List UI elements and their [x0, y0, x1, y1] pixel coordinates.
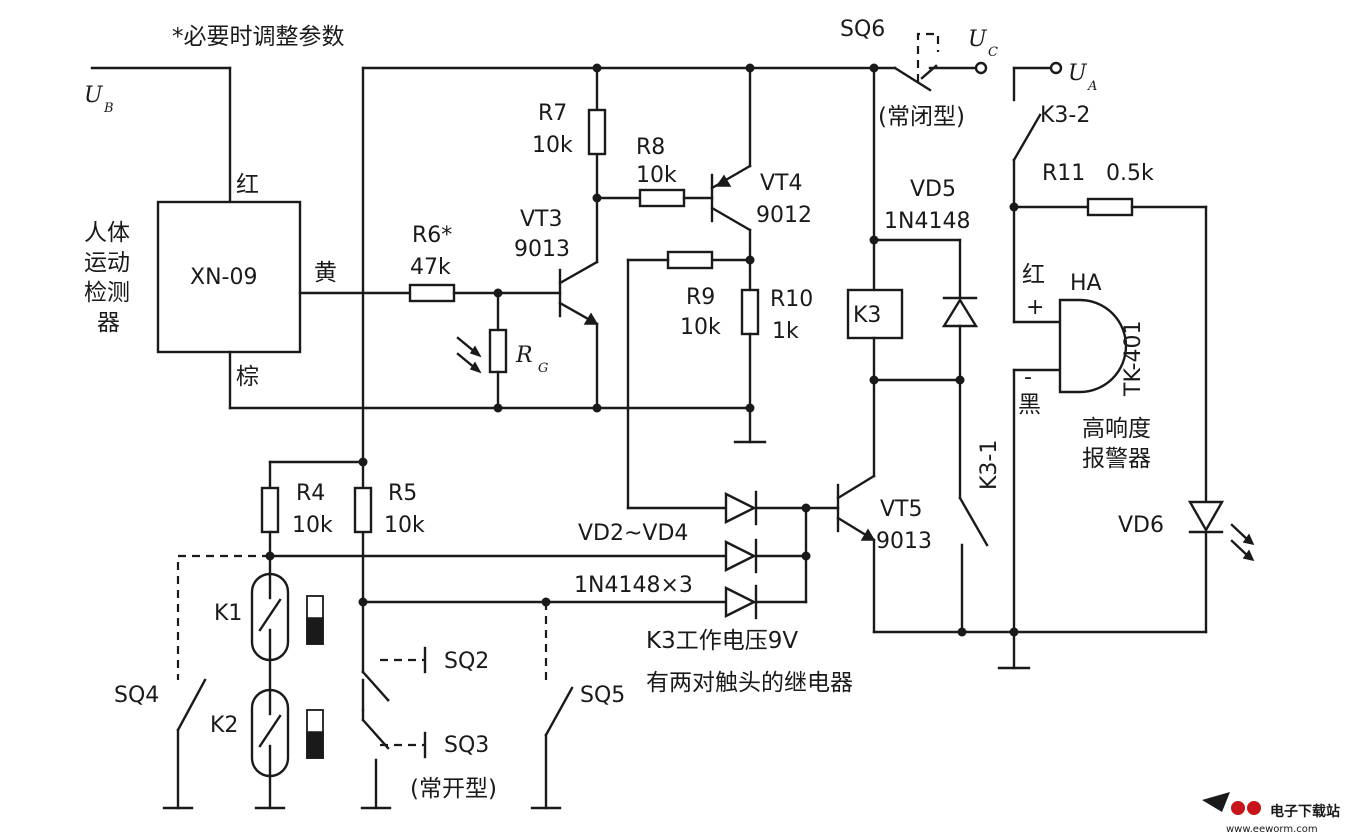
r8-ref: R8	[636, 135, 665, 160]
vt5-val: 9013	[876, 529, 932, 554]
k3-1-label: K3-1	[977, 440, 1002, 490]
alarm-ref: HA	[1070, 271, 1102, 296]
r9-val: 10k	[680, 315, 721, 340]
r5-val: 10k	[384, 513, 425, 538]
resistor-r6	[408, 283, 562, 303]
sq2-label: SQ2	[444, 649, 489, 674]
alarm-model: TK-401	[1121, 321, 1146, 398]
sq6-type: (常闭型)	[878, 104, 965, 130]
node-uc-sub: C	[988, 45, 998, 60]
k3-ref: K3	[853, 303, 881, 328]
vd5-ref: VD5	[910, 177, 956, 202]
r6-ref: R6*	[412, 223, 452, 248]
node-ua: U	[1068, 61, 1088, 86]
resistor-r9	[626, 250, 752, 510]
watermark-brand: 电子下载站	[1270, 803, 1340, 820]
relay-note-2: 有两对触头的继电器	[646, 670, 853, 696]
sensor-model: XN-09	[190, 265, 257, 290]
vd6-ref: VD6	[1118, 513, 1164, 538]
resistor-r10	[740, 288, 760, 410]
vd24-ref: VD2~VD4	[578, 521, 688, 546]
vt5-ref: VT5	[880, 497, 923, 522]
vd5-val: 1N4148	[884, 209, 970, 234]
vt4-ref: VT4	[760, 171, 803, 196]
adjust-note: *必要时调整参数	[172, 24, 345, 50]
reed-switch-k1	[250, 572, 324, 692]
k2-label: K2	[210, 713, 238, 738]
wire-red-label: 红	[236, 172, 259, 198]
sensor-box	[156, 200, 412, 410]
alarm-red-label: 红	[1022, 262, 1045, 288]
r7-val: 10k	[532, 133, 573, 158]
watermark-logo	[1202, 792, 1261, 815]
r10-val: 1k	[772, 319, 799, 344]
vt3-val: 9013	[514, 237, 570, 262]
sq3-type: (常开型)	[410, 776, 497, 802]
r7-ref: R7	[538, 101, 567, 126]
sq4-label: SQ4	[114, 683, 159, 708]
supply-rail	[361, 32, 988, 674]
diodes-vd2-vd4	[724, 490, 840, 620]
r10-ref: R10	[770, 287, 813, 312]
wire-brown-label: 棕	[236, 364, 259, 390]
resistor-r7	[587, 108, 607, 156]
resistor-r11	[1012, 197, 1208, 502]
switch-sq4	[162, 554, 270, 810]
transistor-vt5	[836, 474, 1208, 670]
watermark-url: www.eeworm.com	[1226, 824, 1318, 835]
sensor-name-3: 检测	[84, 280, 130, 306]
alarm-minus: -	[1024, 365, 1032, 390]
vt4-val: 9012	[756, 203, 812, 228]
r4-val: 10k	[292, 513, 333, 538]
r4-ref: R4	[296, 481, 325, 506]
r11-val: 0.5k	[1106, 161, 1154, 186]
node-ub: U	[84, 83, 104, 108]
r5-ref: R5	[388, 481, 417, 506]
r6-val: 47k	[410, 255, 451, 280]
node-ua-sub: A	[1087, 79, 1097, 94]
ground-rail	[228, 403, 767, 444]
alarm-desc-2: 报警器	[1082, 446, 1151, 472]
sensor-name-4: 器	[97, 310, 120, 336]
transistor-vt3	[558, 63, 602, 410]
led-vd6	[1187, 500, 1255, 634]
switch-sq2-sq3	[360, 646, 427, 810]
k3-2-label: K3-2	[1040, 103, 1090, 128]
reed-switch-k2	[250, 688, 324, 810]
relay-note-1: K3工作电压9V	[646, 628, 798, 654]
node-ub-sub: B	[103, 101, 114, 116]
alarm-desc-1: 高响度	[1082, 416, 1151, 442]
resistor-r4	[260, 457, 728, 576]
photoresistor-rg	[456, 291, 508, 410]
relay-k3	[846, 63, 962, 478]
sq6-label: SQ6	[840, 17, 885, 42]
vt3-ref: VT3	[520, 207, 563, 232]
diode-vd5	[941, 238, 989, 634]
wire-yellow-label: 黄	[314, 260, 337, 286]
node-uc: U	[968, 27, 988, 52]
switch-sq5	[530, 602, 574, 810]
r9-ref: R9	[686, 285, 715, 310]
resistor-r5	[353, 486, 728, 607]
rg-ref: R	[515, 343, 533, 368]
sq3-label: SQ3	[444, 733, 489, 758]
r11-ref: R11	[1042, 161, 1085, 186]
r8-val: 10k	[636, 163, 677, 188]
k1-label: K1	[214, 601, 242, 626]
vd24-val: 1N4148×3	[574, 573, 693, 598]
sensor-name-2: 运动	[84, 250, 130, 276]
transistor-vt4	[710, 63, 755, 292]
rg-sub: G	[538, 361, 548, 376]
alarm-black-label: 黑	[1018, 392, 1041, 418]
resistor-r8	[595, 188, 714, 208]
alarm-plus: +	[1026, 295, 1044, 320]
ub-wire	[90, 66, 232, 204]
buzzer-ha	[1012, 298, 1128, 634]
sensor-name-1: 人体	[84, 220, 130, 246]
sq5-label: SQ5	[580, 683, 625, 708]
